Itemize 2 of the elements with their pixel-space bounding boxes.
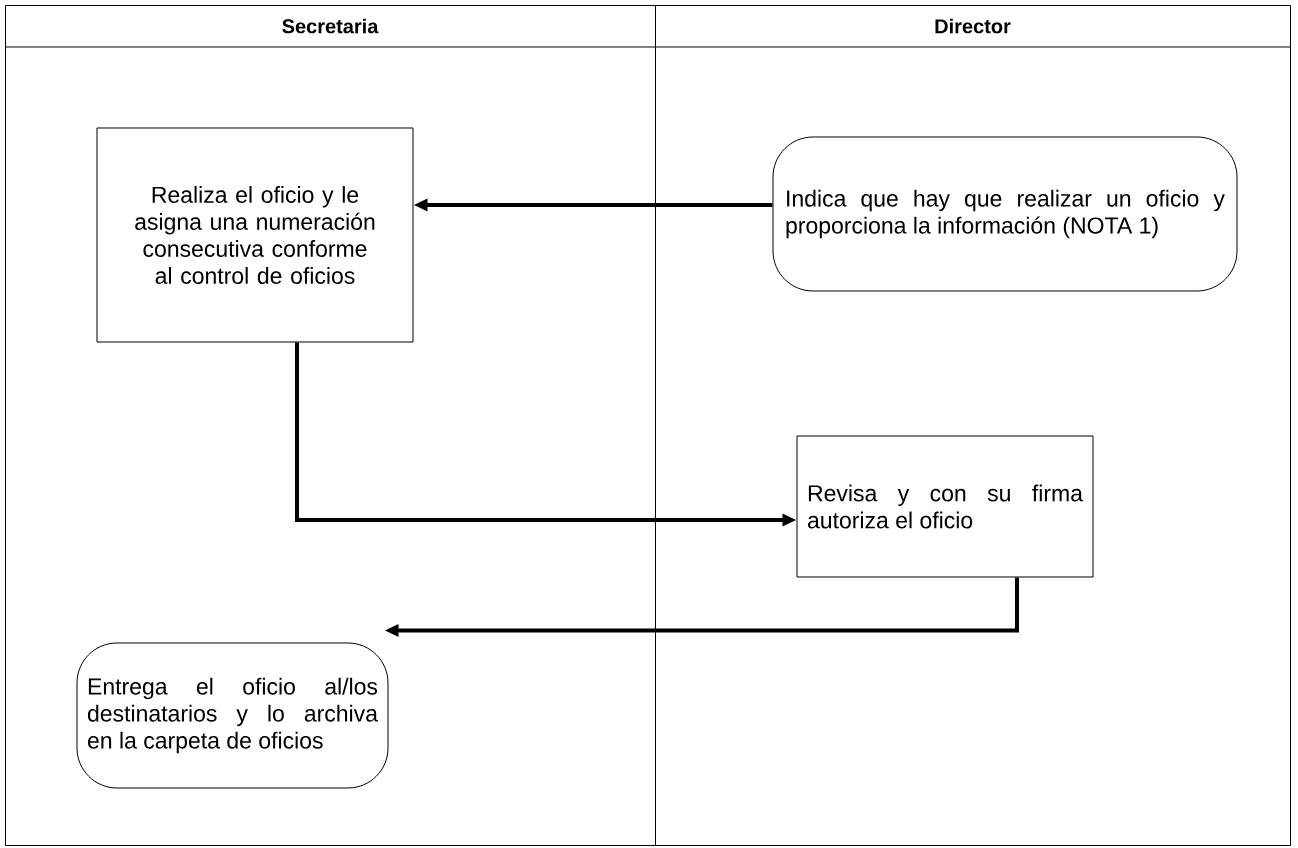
process-box: Realiza el oficio y le asigna una numeración consecutiva conforme al control de oficios bbox=[96, 127, 414, 343]
process-box: Revisa y con su firma autoriza el oficio bbox=[796, 435, 1094, 578]
